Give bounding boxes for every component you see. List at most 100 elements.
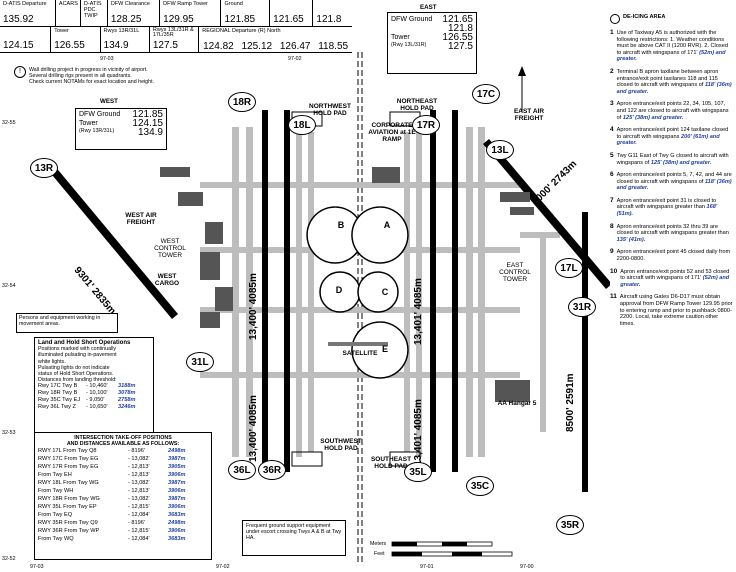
scale-feet-label: Feet: [374, 551, 385, 557]
int-ft: - 12,813': [128, 464, 150, 471]
runway-13r-label: 13R: [30, 158, 58, 178]
cell-value: 124.82: [203, 41, 234, 52]
warning-line: Wall drilling project in progress in vic…: [29, 67, 148, 73]
runway-17r-label: 17R: [412, 115, 440, 135]
terminal-e-shape: [351, 321, 409, 379]
terminals: [306, 206, 409, 379]
intersection-row: From Twy EQ- 12,084'3683m: [38, 511, 208, 519]
note-body: Apron entrance/exit point 124 taxilane c…: [617, 127, 734, 147]
cell-value: 127.5: [152, 40, 178, 51]
sw-hold-pad-label: SOUTHWEST HOLD PAD: [320, 438, 362, 452]
runway-35r-label: 35R: [556, 515, 584, 535]
runway-17c-length: 13,401' 4085m: [413, 278, 424, 345]
deicing-icon: [610, 14, 620, 24]
int-m: 3905m: [168, 464, 186, 471]
ground-support-note: Frequent ground support equipment under …: [242, 520, 346, 556]
freq-label: DFW Ground: [79, 111, 121, 118]
intersection-row: RWY 18R From Twy WG- 13,082'3987m: [38, 495, 208, 503]
note-text: Terminal B apron taxilane between apron …: [616, 68, 719, 89]
note-number: 6: [610, 171, 614, 179]
tower-cell-2: Tower 126.55: [51, 26, 101, 52]
note-text: Apron entrance/exit points 22, 34, 105, …: [616, 101, 729, 121]
freq-label: (Rwy 13R/31L): [79, 128, 115, 134]
lahso-m: 2758m: [118, 397, 136, 404]
coord-bot-mid: 97-02: [216, 564, 230, 570]
int-rwy: RWY 17R From Twy EG: [38, 464, 99, 471]
int-ft: - 13,082': [128, 480, 150, 487]
lahso-title: Land and Hold Short Operations: [38, 340, 131, 346]
lahso-box: Land and Hold Short Operations Positions…: [34, 337, 154, 433]
lahso-row: Rwy 18R Twy B- 10,100'3078m: [38, 390, 150, 397]
note-number: 7: [610, 196, 614, 204]
runway-35l-label: 35L: [404, 462, 432, 482]
note-metric: 135' (41m).: [616, 236, 646, 243]
cell-label: Ground: [224, 1, 243, 7]
runway-18l-label: 18L: [288, 115, 316, 135]
tower-cell-1: 124.15: [0, 26, 52, 52]
west-air-freight-label: WEST AIR FREIGHT: [125, 212, 157, 226]
intersection-row: RWY 17C From Twy EG- 13,082'3987m: [38, 455, 208, 463]
runway-36r-label: 36R: [258, 460, 286, 480]
ramp-tower-cell: DFW Ramp Tower 129.95: [160, 0, 222, 26]
west-cargo-label: WEST CARGO: [154, 273, 180, 287]
runways: [48, 110, 610, 492]
int-m: 3906m: [168, 488, 186, 495]
note-metric: 118' (36m) and greater.: [616, 178, 732, 192]
compass-arrow: [518, 66, 526, 112]
note-text: Apron entrance/exit point 45 closed dail…: [616, 249, 731, 263]
intersection-row: From Twy WQ- 12,084'3683m: [38, 535, 208, 543]
coord-bot-right: 97-01: [420, 564, 434, 570]
aa-hangar-label: AA Hangar 5: [497, 400, 537, 407]
note-text: Apron entrance/exit points 32 thru 39 ar…: [616, 223, 729, 237]
persons-equipment-note: Persons and equipment working in movemen…: [16, 313, 118, 333]
deicing-title: DE-ICING AREA: [623, 14, 666, 20]
runway-17c-35c: [452, 110, 458, 472]
freq-label: (Rwy 13L/31R): [391, 42, 427, 48]
terminal-a-shape: [351, 206, 409, 264]
note-body: Apron entrance/exit point 31 is closed t…: [617, 198, 734, 218]
datis-departure-cell: D-ATIS Departure 135.92: [0, 0, 56, 26]
int-ft: - 12,813': [128, 488, 150, 495]
buildings: [160, 167, 534, 402]
note-number: 4: [610, 126, 614, 134]
west-title: WEST: [100, 98, 118, 105]
int-m: 3906m: [168, 472, 186, 479]
cell-value: 121.8: [316, 13, 342, 25]
int-m: 3987m: [168, 456, 186, 463]
freq-row: (Rwy 13L/31R)127.5: [391, 42, 473, 52]
freq-value: 121.8: [447, 23, 473, 34]
note-number: 10: [610, 267, 618, 275]
freq-row: 121.8: [391, 23, 473, 34]
note-metric: 200' (61m) and greater.: [616, 133, 720, 147]
intersection-row: RWY 35R From Twy Q9- 8196'2498m: [38, 519, 208, 527]
terminal-c-shape: [357, 271, 399, 313]
note-text: Apron entrance/exit points 5, 7, 42, and…: [616, 172, 732, 185]
warning-line: Check current NOTAMs for exact location …: [29, 79, 155, 86]
acars-cell: ACARS: [56, 0, 81, 26]
freq-label: DFW Ground: [391, 16, 433, 23]
int-m: 3987m: [168, 496, 186, 503]
int-rwy: RWY 18L From Twy WG: [38, 480, 99, 487]
int-rwy: RWY 36R From Twy WP: [38, 528, 100, 535]
coord-lat2: 32-54: [2, 283, 16, 289]
terminal-e-label: E: [381, 344, 388, 354]
intersection-row: RWY 18L From Twy WG- 13,082'3987m: [38, 479, 208, 487]
runway-35c-label: 35C: [466, 476, 494, 496]
note-number: 8: [610, 222, 614, 230]
runway-17l-35r: [582, 212, 588, 492]
note-body: Apron entrance/exit points 5, 7, 42, and…: [617, 172, 734, 192]
lahso-m: 3188m: [118, 383, 136, 390]
cell-label: ACARS: [58, 1, 78, 7]
intersection-title: AND DISTANCES AVAILABLE AS FOLLOWS:: [66, 441, 180, 448]
freq-value: 121.85: [132, 109, 163, 120]
tower-cell-4: Rwys 13L/31R & 17L/35R 127.5: [150, 26, 200, 52]
note-metric: (52m) and greater.: [620, 275, 730, 288]
regional-departure-cell: REGIONAL Departure (R) North 124.82 125.…: [199, 27, 352, 53]
lahso-m: 3078m: [118, 390, 136, 397]
